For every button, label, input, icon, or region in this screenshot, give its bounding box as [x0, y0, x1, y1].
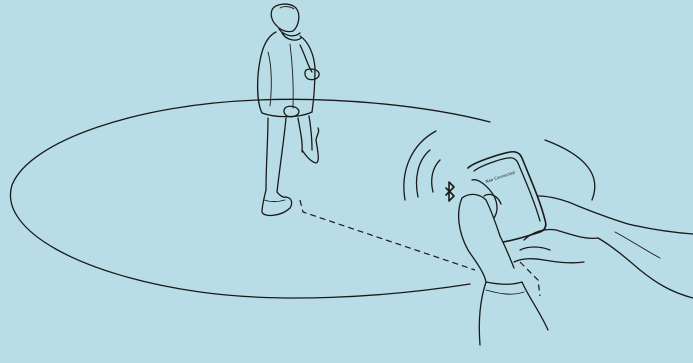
proximity-dashed-line	[300, 200, 540, 296]
geofence-ellipse	[10, 99, 594, 298]
walking-person	[258, 4, 319, 215]
phone-screen-text: Nao Connected	[485, 170, 516, 184]
bluetooth-icon	[446, 182, 454, 201]
hand-holding-phone: Nao Connected	[459, 152, 693, 345]
signal-wave-arcs	[404, 131, 440, 200]
